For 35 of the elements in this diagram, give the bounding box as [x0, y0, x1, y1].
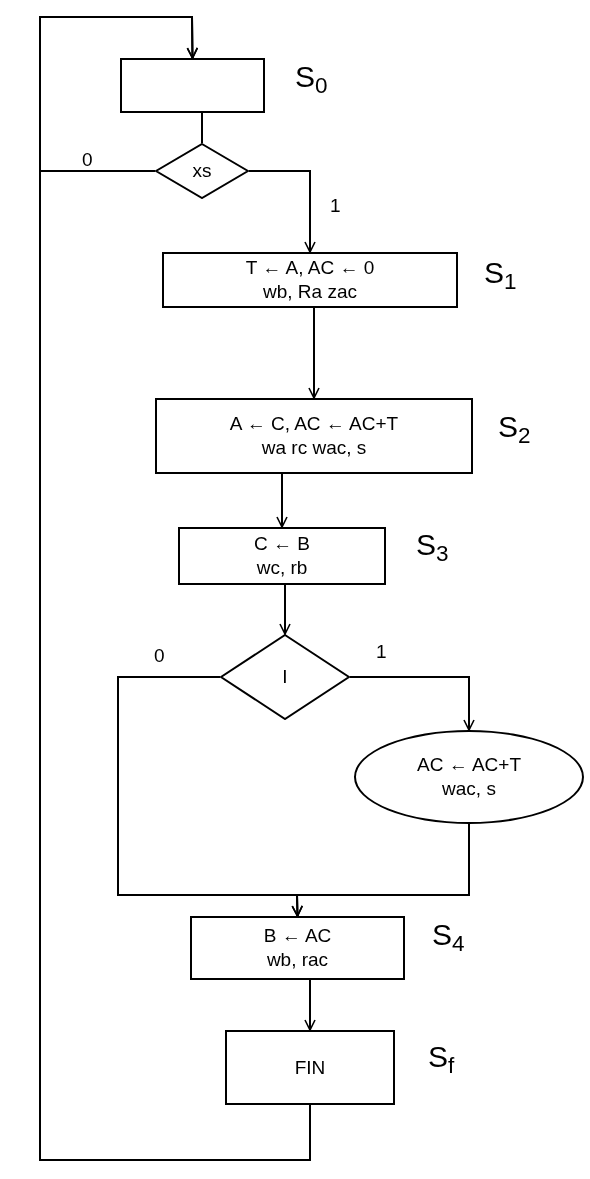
state-label: S$_{3}$	[416, 530, 449, 560]
process-box	[155, 398, 473, 474]
condition-label: I	[282, 665, 288, 689]
flow-arrow	[291, 823, 470, 917]
process-box	[120, 58, 265, 113]
operation-text: B ← AC	[263, 924, 332, 948]
control-signals: wb, rac	[266, 948, 329, 972]
operation-text: C ← B	[254, 532, 310, 556]
state-label: S$_{f}$	[428, 1042, 455, 1072]
operation-text: FIN	[294, 1055, 326, 1080]
flow-arrow	[349, 676, 475, 731]
decision-diamond	[220, 634, 350, 720]
flow-arrow	[304, 979, 316, 1031]
condition-label: xs	[192, 159, 212, 183]
flow-arrow	[308, 307, 320, 399]
control-signals: wb, Ra zac	[263, 280, 357, 304]
control-signals: wc, rb	[256, 556, 308, 580]
control-signals: wa rc wac, s	[261, 436, 367, 460]
operation-text: T ← A, AC ← 0	[245, 256, 375, 280]
process-box	[190, 916, 405, 980]
operation-text: A ← C, AC ← AC+T	[229, 412, 399, 436]
flow-arrow	[279, 584, 291, 635]
state-label: S$_{0}$	[295, 62, 328, 92]
state-label: S$_{4}$	[432, 920, 465, 950]
flow-arrow	[276, 473, 288, 528]
process-box	[162, 252, 458, 308]
flow-arrow	[248, 170, 316, 253]
process-box	[178, 527, 386, 585]
decision-diamond	[155, 143, 249, 199]
control-signals: wac, s	[442, 777, 496, 801]
process-box	[225, 1030, 395, 1105]
state-label: S$_{2}$	[498, 412, 531, 442]
state-label: S$_{1}$	[484, 258, 517, 288]
operation-text: AC ← AC+T	[417, 753, 521, 777]
flow-arrow	[39, 16, 311, 1161]
